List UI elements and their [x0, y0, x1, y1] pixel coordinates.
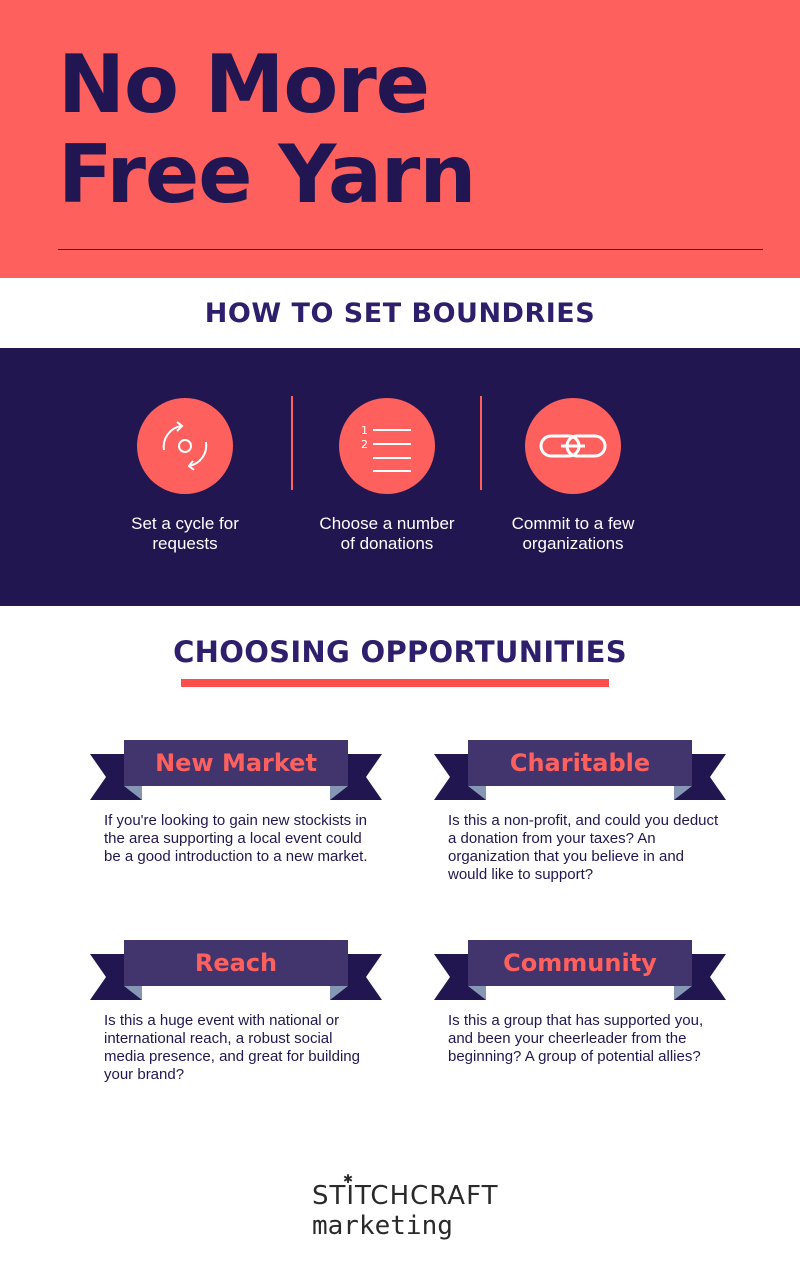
step-label-line: Set a cycle for	[131, 514, 239, 533]
star-icon: ✱	[343, 1172, 354, 1186]
step-label-line: requests	[152, 534, 218, 553]
ribbon-banner: Reach	[90, 940, 382, 1008]
card-charitable: Charitable Is this a non-profit, and cou…	[434, 740, 734, 884]
logo-line2: marketing	[312, 1211, 453, 1241]
hero-title: No More Free Yarn	[58, 38, 476, 221]
step-label: Commit to a few organizations	[478, 514, 668, 554]
boundaries-title: HOW TO SET BOUNDRIES	[204, 297, 596, 329]
chain-link-icon	[525, 398, 621, 494]
ribbon-banner: Charitable	[434, 740, 726, 808]
card-label: Community	[503, 949, 657, 977]
step-divider	[480, 396, 482, 490]
opportunities-title: CHOOSING OPPORTUNITIES	[173, 635, 627, 669]
card-description: If you're looking to gain new stockists …	[104, 812, 368, 865]
card-label: New Market	[155, 749, 317, 777]
step-divider	[291, 396, 293, 490]
step-label: Choose a number of donations	[292, 514, 482, 554]
opportunities-underline	[181, 679, 609, 687]
cycle-arrows-icon	[137, 398, 233, 494]
stitchcraft-logo: ✱ STITCHCRAFT marketing	[312, 1172, 502, 1265]
card-description: Is this a non-profit, and could you dedu…	[448, 812, 719, 883]
step-label: Set a cycle for requests	[90, 514, 280, 554]
boundaries-header: HOW TO SET BOUNDRIES	[0, 278, 800, 348]
ribbon-banner: New Market	[90, 740, 382, 808]
card-community: Community Is this a group that has suppo…	[434, 940, 734, 1066]
card-new-market: New Market If you're looking to gain new…	[90, 740, 390, 866]
step-label-line: Commit to a few	[511, 514, 635, 533]
card-label: Charitable	[509, 749, 651, 777]
step-label-line: of donations	[340, 534, 434, 553]
card-description: Is this a huge event with national or in…	[104, 1012, 360, 1083]
card-description: Is this a group that has supported you, …	[448, 1012, 704, 1065]
hero-title-line2: Free Yarn	[58, 128, 476, 221]
card-reach: Reach Is this a huge event with national…	[90, 940, 390, 1084]
numbered-list-icon: 1 2	[339, 398, 435, 494]
card-label: Reach	[194, 949, 278, 977]
logo-line1: STITCHCRAFT	[312, 1181, 499, 1211]
ribbon-banner: Community	[434, 940, 726, 1008]
boundaries-band: Set a cycle for requests 1 2 Choose a nu…	[0, 348, 800, 606]
hero-banner: No More Free Yarn	[0, 0, 800, 278]
step-cycle: Set a cycle for requests	[90, 398, 280, 554]
hero-divider	[58, 249, 763, 250]
svg-text:2: 2	[361, 438, 368, 451]
svg-text:1: 1	[361, 424, 368, 437]
step-commit: Commit to a few organizations	[478, 398, 668, 554]
step-number: 1 2 Choose a number of donations	[292, 398, 482, 554]
step-label-line: Choose a number	[319, 514, 455, 533]
step-label-line: organizations	[522, 534, 624, 553]
hero-title-line1: No More	[58, 38, 430, 131]
